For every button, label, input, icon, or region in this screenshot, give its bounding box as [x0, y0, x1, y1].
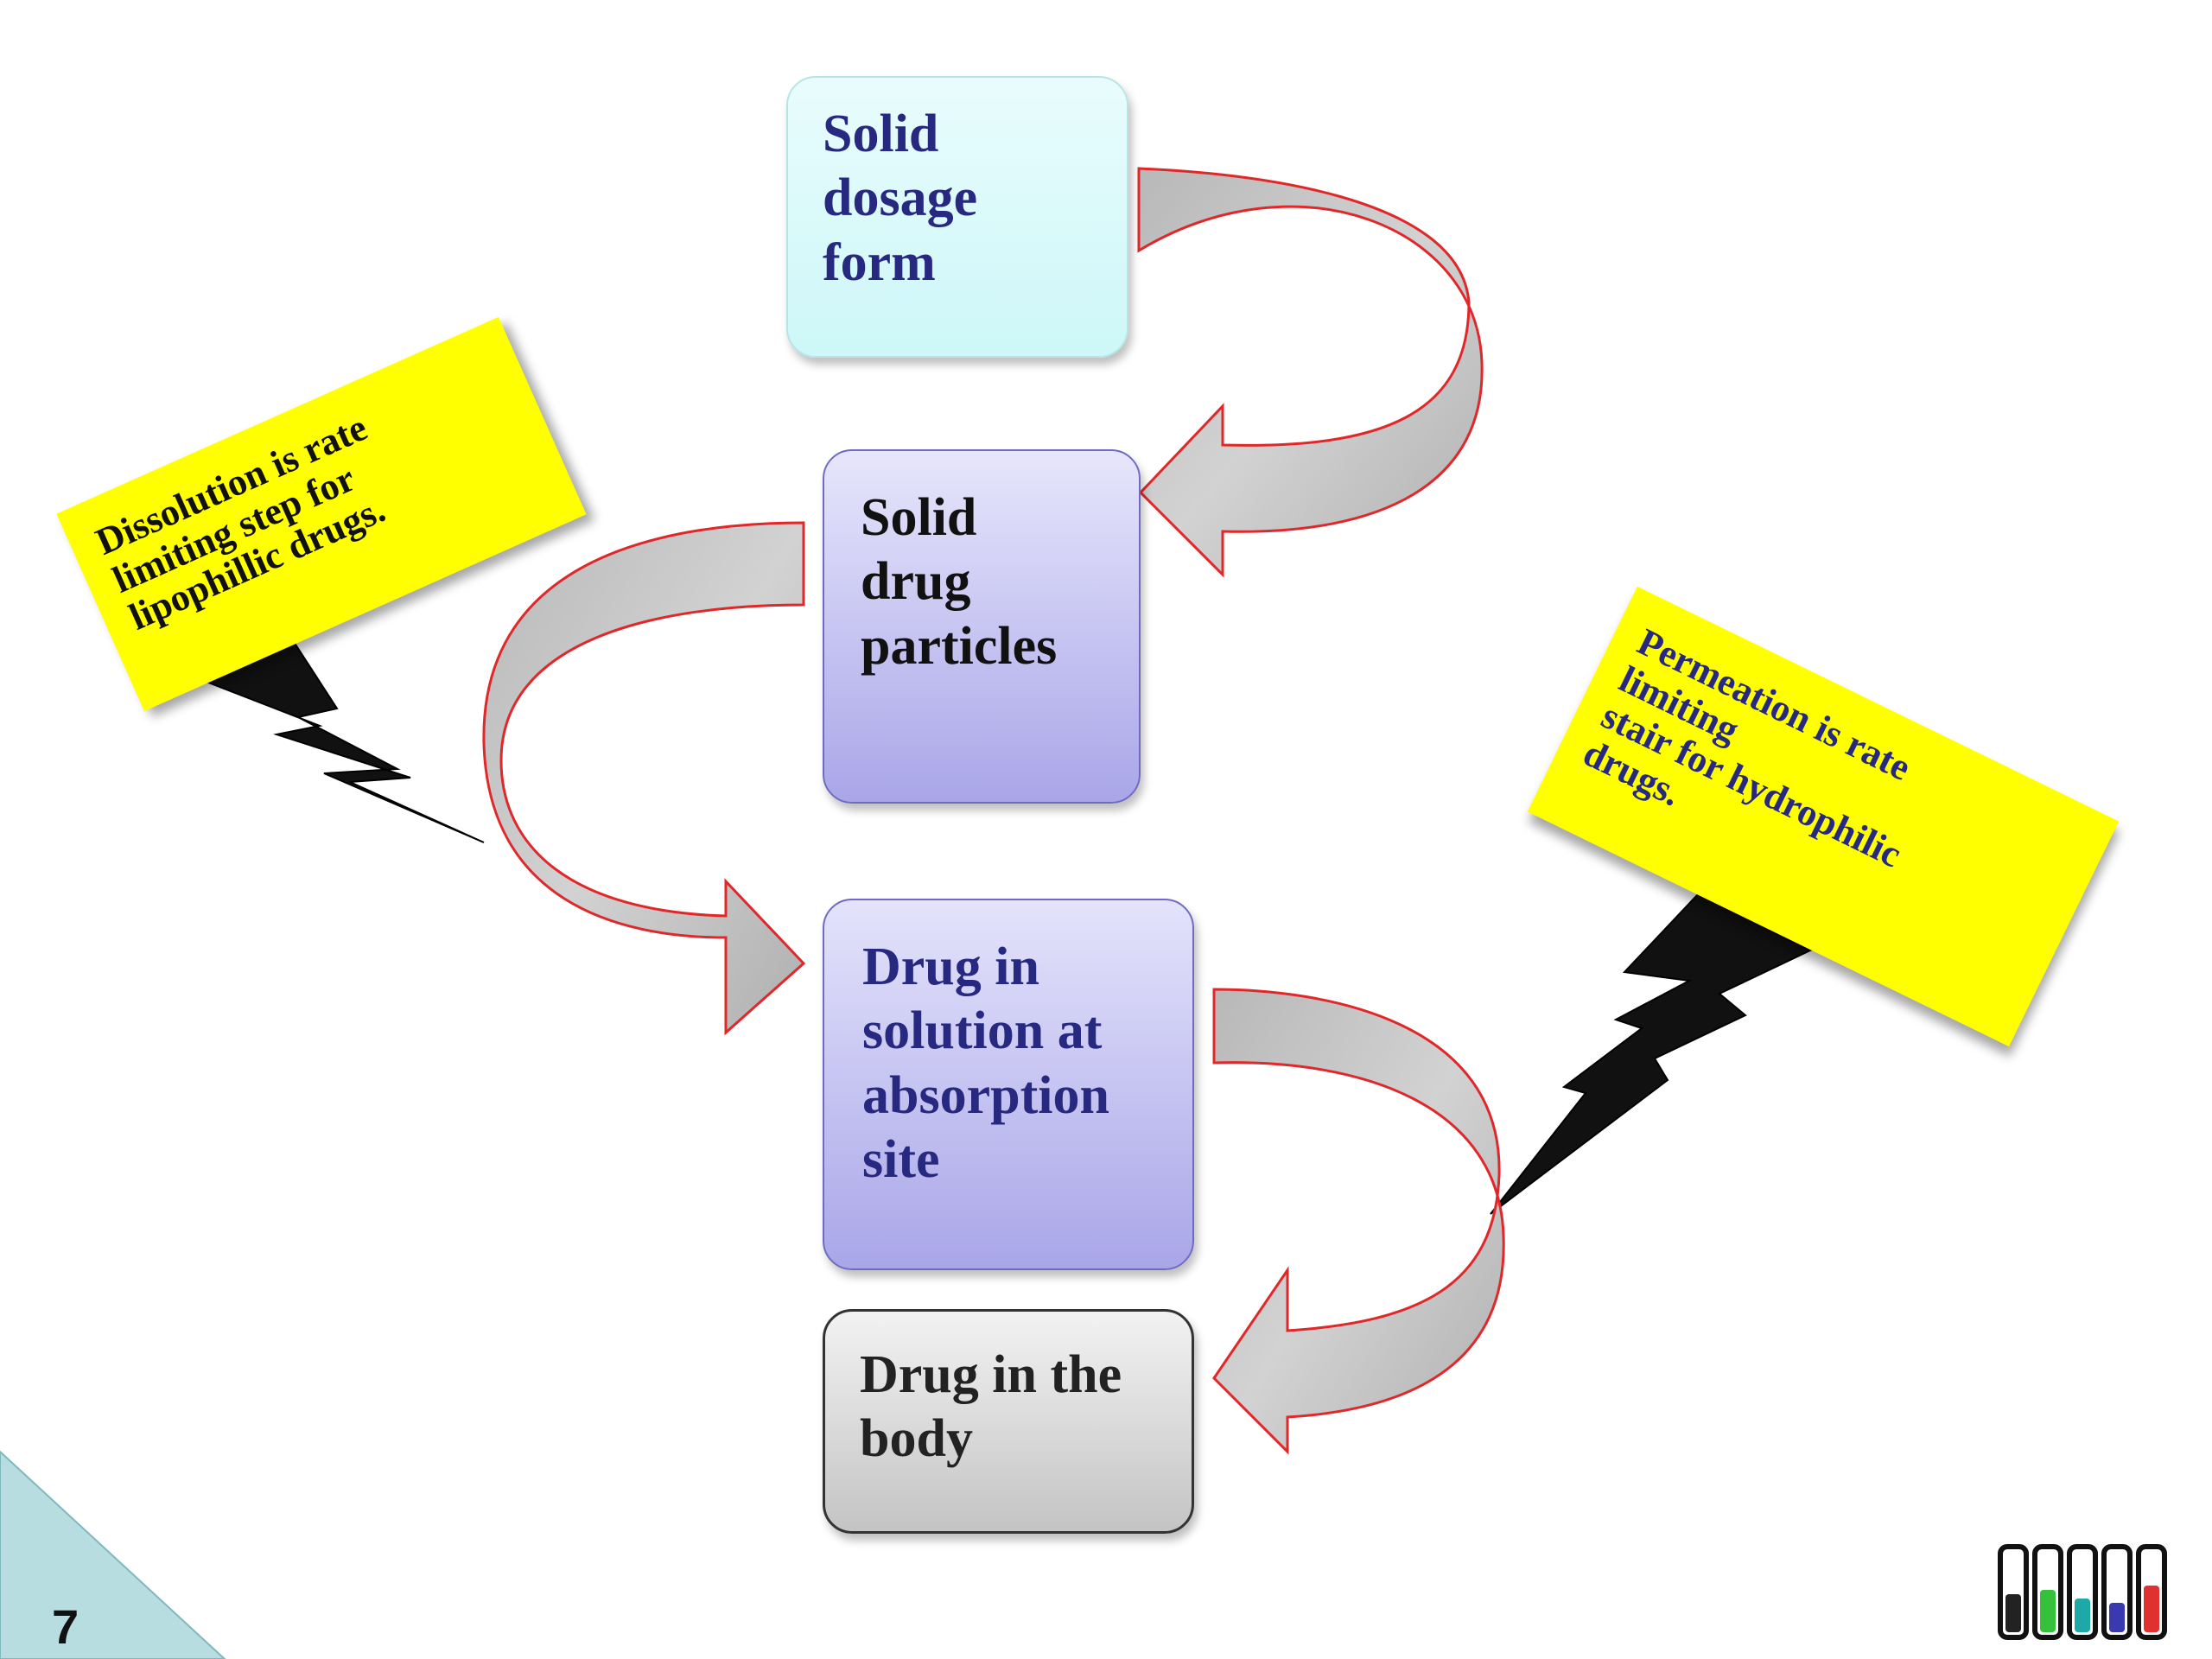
curved-arrow-solution-to-body: [1212, 988, 1505, 1455]
test-tubes-icon: [1998, 1544, 2167, 1640]
box-label-line: Solid: [823, 105, 939, 163]
box-label-line: site: [862, 1130, 940, 1190]
box-label-line: particles: [861, 616, 1058, 676]
box-label-line: Drug in the: [860, 1345, 1122, 1404]
box-label-line: Drug in: [862, 938, 1039, 996]
corner-triangle: [0, 1450, 226, 1659]
box-label-line: Solid: [861, 488, 977, 547]
lightning-bolt-right: [1490, 893, 1813, 1215]
box-label-line: form: [823, 232, 936, 292]
curved-arrow-particles-to-solution: [482, 521, 806, 1036]
box-drug-in-body: Drug in the body: [823, 1309, 1194, 1534]
box-label-line: body: [860, 1409, 973, 1469]
box-drug-in-solution: Drug in solution at absorption site: [823, 899, 1194, 1270]
curved-arrow-dosage-to-particles: [1137, 167, 1484, 578]
box-label-line: absorption: [862, 1065, 1109, 1125]
box-label-line: drug: [861, 552, 971, 612]
box-solid-drug-particles: Solid drug particles: [823, 449, 1141, 804]
slide-number: 7: [52, 1599, 79, 1654]
lightning-bolt-left: [161, 633, 485, 843]
box-label-line: dosage: [823, 168, 978, 228]
box-label-line: solution at: [862, 1001, 1103, 1061]
box-solid-dosage-form: Solid dosage form: [786, 76, 1128, 358]
